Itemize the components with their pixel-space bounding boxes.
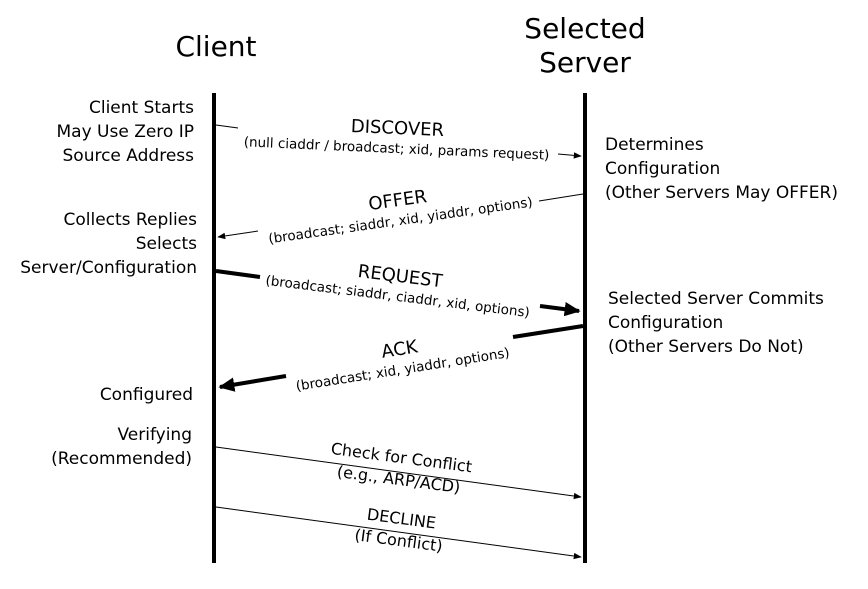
- server-commits-note: Selected Server Commits Configuration (O…: [608, 289, 824, 357]
- client-start-note: Client Starts May Use Zero IP Source Add…: [56, 98, 194, 166]
- server-determines-note: Determines Configuration (Other Servers …: [605, 135, 838, 203]
- ack-arrow: [218, 324, 584, 392]
- client-verifying-note: Verifying (Recommended): [51, 425, 192, 469]
- request-arrow: [215, 269, 581, 317]
- discover-arrow: [215, 124, 582, 159]
- offer-arrow: [217, 193, 584, 240]
- decline-arrow: [215, 506, 582, 560]
- server-header-line1: Selected: [524, 12, 646, 45]
- server-header-line2: Server: [539, 46, 631, 79]
- client-header: Client: [175, 30, 257, 63]
- client-collect-note: Collects Replies Selects Server/Configur…: [20, 210, 197, 278]
- server-header: Selected Server: [505, 12, 665, 80]
- check-conflict-arrow: [215, 446, 582, 500]
- client-configured-note: Configured: [99, 385, 193, 405]
